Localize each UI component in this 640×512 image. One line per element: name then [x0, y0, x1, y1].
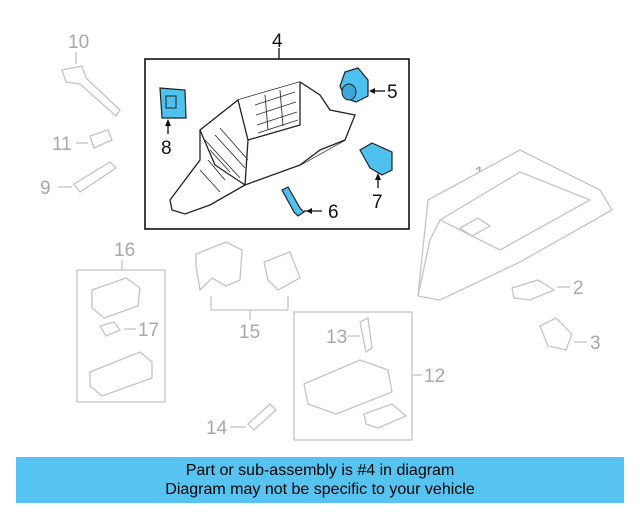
callout-8: 8 [161, 138, 172, 159]
part-1-glove-box-door: 1 [417, 149, 613, 301]
callout-2: 2 [573, 278, 584, 299]
part-10: 10 [61, 32, 121, 117]
glove-box-housing [169, 81, 356, 215]
callout-3: 3 [590, 333, 601, 354]
part-8-clip[interactable] [159, 87, 187, 119]
callout-10: 10 [68, 32, 89, 53]
info-banner: Part or sub-assembly is #4 in diagram Di… [16, 457, 624, 503]
part-2: 2 [511, 278, 584, 301]
part-14: 14 [206, 403, 277, 439]
callout-9: 9 [40, 178, 51, 199]
callout-13: 13 [326, 327, 347, 348]
banner-line-1: Part or sub-assembly is #4 in diagram [185, 462, 455, 479]
callout-12: 12 [424, 366, 445, 387]
part-3: 3 [539, 317, 601, 354]
part-7-bracket[interactable] [359, 142, 393, 176]
banner-line-2: Diagram may not be specific to your vehi… [165, 481, 475, 498]
part-9: 9 [40, 161, 118, 199]
parts-diagram: 4 5 7 6 8 [40, 31, 613, 441]
callout-5: 5 [387, 82, 398, 103]
callout-16: 16 [114, 240, 135, 261]
callout-14: 14 [206, 418, 228, 439]
callout-15: 15 [239, 322, 260, 343]
group-15: 15 [195, 241, 301, 343]
callout-6: 6 [328, 202, 339, 223]
group-12: 12 13 [293, 311, 445, 441]
part-11: 11 [52, 129, 113, 155]
assembly-4-group[interactable]: 4 5 7 6 8 [144, 31, 410, 230]
group-16: 16 17 [76, 240, 166, 403]
callout-11: 11 [52, 134, 72, 155]
part-6-bolt[interactable] [281, 186, 305, 217]
callout-4: 4 [272, 31, 283, 52]
callout-17: 17 [138, 320, 159, 341]
callout-7: 7 [372, 192, 383, 213]
